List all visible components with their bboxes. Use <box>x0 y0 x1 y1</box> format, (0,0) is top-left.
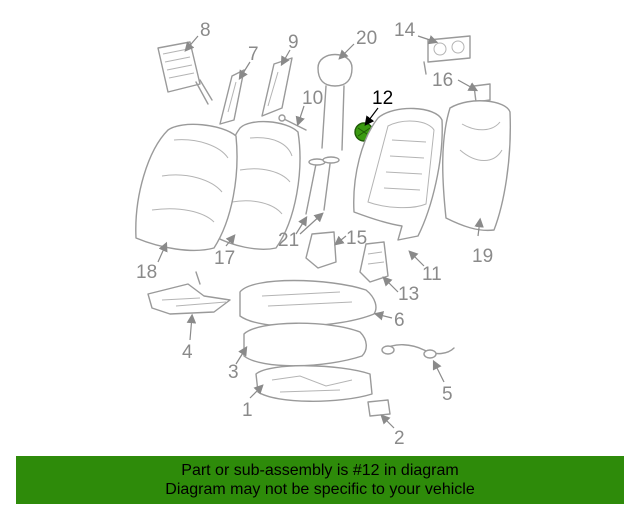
callout-1: 1 <box>242 400 253 421</box>
parts-diagram: 8 7 9 10 20 12 14 16 19 17 18 21 15 11 1… <box>135 20 512 449</box>
callout-13: 13 <box>398 284 419 305</box>
callout-8: 8 <box>200 20 211 41</box>
callout-18: 18 <box>136 262 157 283</box>
part-16-clip <box>473 83 491 103</box>
part-4-rail <box>147 271 231 315</box>
part-18-backrest-cover <box>135 123 238 252</box>
callout-3: 3 <box>228 362 239 383</box>
callout-15: 15 <box>346 228 367 249</box>
callout-6: 6 <box>394 310 405 331</box>
banner-line-2: Diagram may not be specific to your vehi… <box>165 481 475 498</box>
part-5-harness <box>381 344 455 359</box>
callout-20: 20 <box>356 28 377 49</box>
part-6-seat-cover <box>239 279 377 328</box>
callout-16: 16 <box>432 70 453 91</box>
part-1-seat-frame <box>255 365 373 402</box>
part-8-back-panel <box>157 41 213 105</box>
part-15-bracket <box>305 231 337 269</box>
part-14-lumbar <box>423 35 471 75</box>
part-11-backrest-frame <box>353 107 443 241</box>
callout-10: 10 <box>302 88 323 109</box>
part-3-seat-cushion <box>243 322 367 367</box>
callout-9: 9 <box>288 32 299 53</box>
callout-14: 14 <box>394 20 416 41</box>
part-19-back-panel <box>442 100 512 232</box>
leader-lines <box>157 35 484 429</box>
callout-11: 11 <box>422 264 442 285</box>
callout-2: 2 <box>394 428 405 449</box>
callout-7: 7 <box>248 44 259 65</box>
part-20-headrest <box>317 53 353 151</box>
seat-exploded-view: 8 7 9 10 20 12 14 16 19 17 18 21 15 11 1… <box>135 20 512 449</box>
callout-17: 17 <box>214 248 235 269</box>
part-13-motor <box>359 241 389 283</box>
callout-labels: 8 7 9 10 20 12 14 16 19 17 18 21 15 11 1… <box>136 20 493 449</box>
part-9-side-cover <box>261 57 293 117</box>
callout-5: 5 <box>442 384 453 405</box>
part-21-guides <box>305 156 340 215</box>
callout-19: 19 <box>472 246 493 267</box>
callout-21: 21 <box>278 230 299 251</box>
callout-4: 4 <box>182 342 193 363</box>
callout-12: 12 <box>372 88 393 109</box>
part-2-switch <box>367 399 391 417</box>
banner-line-1: Part or sub-assembly is #12 in diagram <box>181 462 459 479</box>
part-10-pin <box>278 114 307 131</box>
info-banner: Part or sub-assembly is #12 in diagram D… <box>16 456 624 504</box>
